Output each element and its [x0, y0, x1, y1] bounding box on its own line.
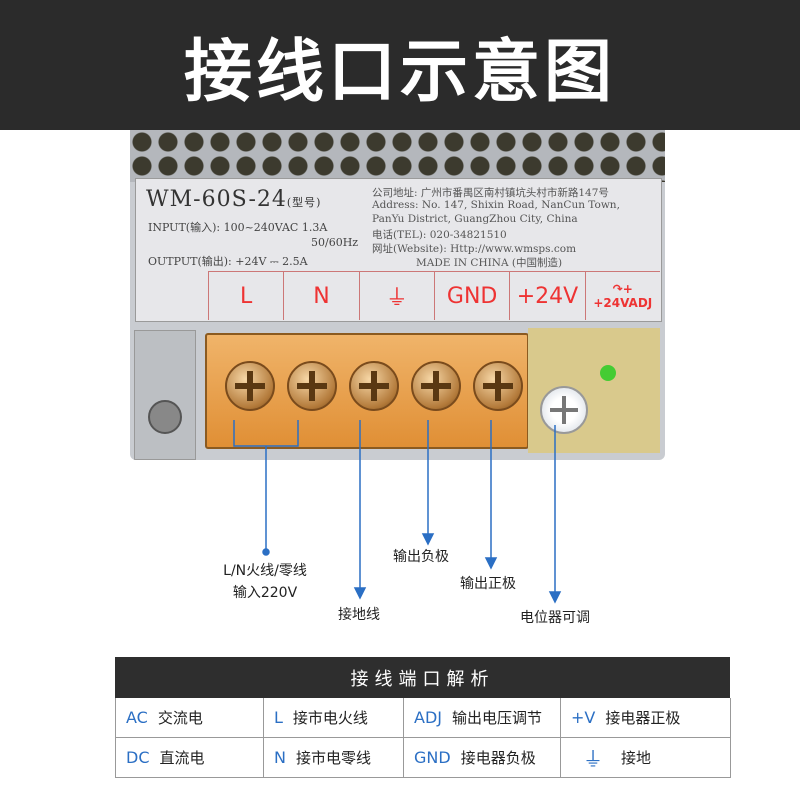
address-line: 网址(Website): Http://www.wmsps.com: [372, 243, 577, 255]
marking-plus24v: +24V: [509, 272, 584, 320]
address-line: Address: No. 147, Shixin Road, NanCun To…: [372, 199, 620, 211]
cell-desc: 接电器负极: [460, 749, 536, 767]
cell-key: ADJ: [414, 708, 442, 727]
table-grid: AC 交流电 L 接市电火线 ADJ 输出电压调节 +V 接电器正极 DC 直流电 N 接市…: [115, 698, 731, 778]
ln-callout: L/N火线/零线 输入220V: [200, 560, 330, 604]
cell-desc: 交流电: [157, 709, 203, 727]
model-suffix: (型号): [286, 196, 322, 209]
cell-desc: 接电器正极: [605, 709, 681, 727]
cell-desc: 输出电压调节: [451, 709, 542, 727]
table-cell: DC 直流电: [116, 738, 264, 778]
model-number: WM-60S-24(型号): [146, 187, 321, 212]
bolt-icon: [148, 400, 182, 434]
screw-gnd[interactable]: [411, 361, 461, 411]
page-title: 接线口示意图: [183, 32, 616, 112]
cell-key: AC: [126, 708, 148, 727]
ln-bracket: [233, 420, 299, 447]
marking-n: N: [283, 272, 358, 320]
cell-desc: 接市电火线: [292, 709, 368, 727]
cell-key: L: [274, 708, 283, 727]
marking-adj: ↷+ +24VADJ: [584, 272, 660, 320]
table-cell: N 接市电零线: [264, 738, 404, 778]
cell-key: N: [274, 748, 286, 767]
marking-ground-icon: ⏚: [358, 272, 434, 320]
table-cell: ADJ 输出电压调节: [404, 698, 561, 738]
terminal-block: [205, 333, 529, 449]
table-title: 接线端口解析: [115, 657, 730, 698]
pot-callout: 电位器可调: [520, 610, 590, 626]
pos-callout: 输出正极: [460, 576, 516, 592]
spec-label: WM-60S-24(型号) INPUT(输入): 100~240VAC 1.3A…: [135, 178, 662, 322]
rotate-arrow-icon: ↷+: [612, 282, 633, 296]
cell-key: GND: [414, 748, 451, 767]
header-banner: 接线口示意图: [0, 0, 800, 130]
terminal-markings: L N ⏚ GND +24V ↷+ +24VADJ: [208, 271, 660, 320]
ground-callout: 接地线: [338, 607, 380, 623]
address-line: MADE IN CHINA (中国制造): [416, 257, 563, 269]
screw-n[interactable]: [287, 361, 337, 411]
table-cell: L 接市电火线: [264, 698, 404, 738]
address-line: 电话(TEL): 020-34821510: [372, 229, 507, 241]
mount-bracket: [134, 330, 196, 460]
screw-plus24v[interactable]: [473, 361, 523, 411]
ln-callout-line1: L/N火线/零线: [223, 563, 307, 579]
cell-key: +V: [571, 708, 596, 727]
output-spec: OUTPUT(输出): +24V ⎓ 2.5A: [148, 255, 308, 268]
cell-key: DC: [126, 748, 150, 767]
screw-ground[interactable]: [349, 361, 399, 411]
screw-l[interactable]: [225, 361, 275, 411]
cell-desc: 直流电: [159, 749, 205, 767]
potentiometer[interactable]: [540, 386, 588, 434]
port-legend-table: 接线端口解析 AC 交流电 L 接市电火线 ADJ 输出电压调节 +V 接电器正极 DC…: [115, 657, 731, 779]
cell-desc: 接市电零线: [295, 749, 371, 767]
address-line: PanYu District, GuangZhou City, China: [372, 213, 578, 225]
table-cell: +V 接电器正极: [561, 698, 731, 738]
ground-icon: ⏚: [583, 747, 603, 771]
marking-l: L: [208, 272, 283, 320]
freq-spec: 50/60Hz: [311, 236, 359, 249]
led-indicator: [600, 365, 616, 381]
neg-callout: 输出负极: [393, 549, 449, 565]
marking-gnd: GND: [433, 272, 509, 320]
power-supply-photo: WM-60S-24(型号) INPUT(输入): 100~240VAC 1.3A…: [130, 130, 665, 460]
table-cell: GND 接电器负极: [404, 738, 561, 778]
ln-callout-line2: 输入220V: [232, 585, 298, 601]
input-spec: INPUT(输入): 100~240VAC 1.3A: [148, 221, 328, 234]
model-text: WM-60S-24: [146, 187, 287, 212]
cell-desc: 接地: [621, 749, 652, 767]
vent-mesh: [130, 130, 665, 182]
table-cell: AC 交流电: [116, 698, 264, 738]
table-cell: ⏚ 接地: [561, 738, 731, 778]
address-line: 公司地址: 广州市番禺区南村镇坑头村市新路147号: [372, 187, 609, 199]
marking-adj-text: +24VADJ: [593, 296, 653, 310]
